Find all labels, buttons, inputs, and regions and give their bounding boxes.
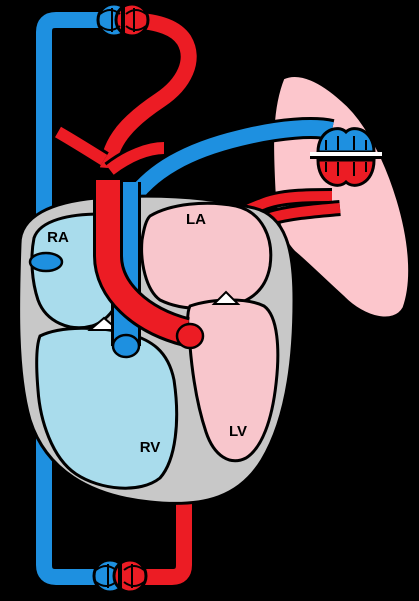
left-atrium bbox=[142, 203, 271, 308]
label-left-atrium: LA bbox=[186, 211, 206, 228]
upper-capillary-bed bbox=[98, 4, 148, 36]
label-left-ventricle: LV bbox=[229, 423, 247, 440]
label-right-ventricle: RV bbox=[140, 439, 161, 456]
label-right-atrium: RA bbox=[47, 229, 69, 246]
lower-capillary-bed bbox=[94, 560, 146, 592]
lung-capillary-bed bbox=[310, 129, 382, 186]
coronary-sinus-opening bbox=[30, 253, 62, 271]
